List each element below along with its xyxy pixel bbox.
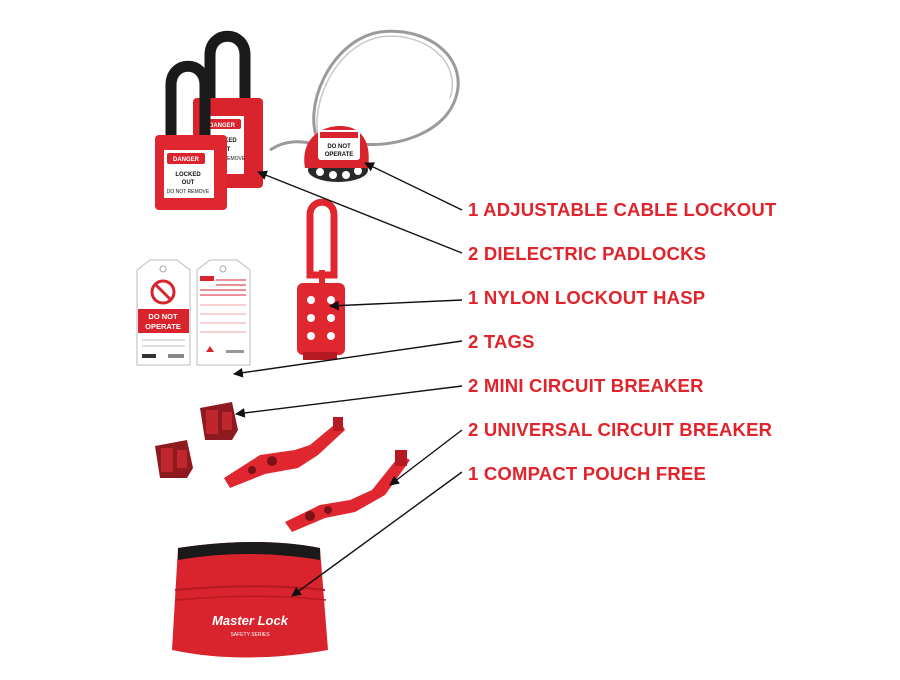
dielectric-padlock-front: DANGER LOCKED OUT DO NOT REMOVE [155, 60, 227, 210]
arrow-mini-breaker [235, 385, 463, 418]
mini-circuit-breaker-lockout-2 [155, 440, 193, 478]
label-pouch: 1 COMPACT POUCH FREE [468, 463, 707, 484]
universal-circuit-breaker-lockout-1 [224, 417, 345, 488]
padlock-front-danger: DANGER [173, 157, 200, 163]
label-mini-breaker: 2 MINI CIRCUIT BREAKER [468, 375, 704, 396]
label-padlocks: 2 DIELECTRIC PADLOCKS [468, 243, 707, 264]
label-universal-breaker: 2 UNIVERSAL CIRCUIT BREAKER [468, 419, 773, 440]
cable-lockout-text-1: DO NOT [327, 144, 351, 150]
padlock-front-line2: OUT [182, 180, 195, 186]
compact-pouch: Master Lock SAFETY SERIES [172, 542, 328, 658]
arrow-padlocks [257, 170, 463, 254]
arrow-cable-lockout [364, 162, 463, 211]
tag-line2: OPERATE [145, 322, 181, 331]
arrow-tags [233, 340, 463, 378]
arrow-pouch [291, 471, 463, 597]
callout-arrows [233, 162, 463, 597]
padlock-front-line1: LOCKED [175, 172, 201, 178]
pouch-series: SAFETY SERIES [230, 632, 270, 638]
mini-circuit-breaker-lockout-1 [200, 402, 238, 440]
label-tags: 2 TAGS [468, 331, 535, 352]
nylon-lockout-hasp [297, 198, 345, 360]
lockout-tag-back [196, 259, 251, 366]
lockout-tag-front: DO NOT OPERATE [136, 259, 191, 366]
padlock-back-danger: DANGER [209, 123, 236, 129]
cable-lockout-text-2: OPERATE [325, 152, 354, 158]
padlock-front-line3: DO NOT REMOVE [167, 189, 210, 195]
tag-line1: DO NOT [148, 312, 178, 321]
universal-circuit-breaker-lockout-2 [285, 450, 410, 532]
label-cable-lockout: 1 ADJUSTABLE CABLE LOCKOUT [468, 199, 777, 220]
label-hasp: 1 NYLON LOCKOUT HASP [468, 287, 706, 308]
arrow-universal-breaker [389, 429, 463, 486]
arrow-hasp [329, 299, 463, 311]
adjustable-cable-lockout: DO NOT OPERATE [269, 29, 460, 182]
pouch-brand: Master Lock [212, 613, 289, 628]
